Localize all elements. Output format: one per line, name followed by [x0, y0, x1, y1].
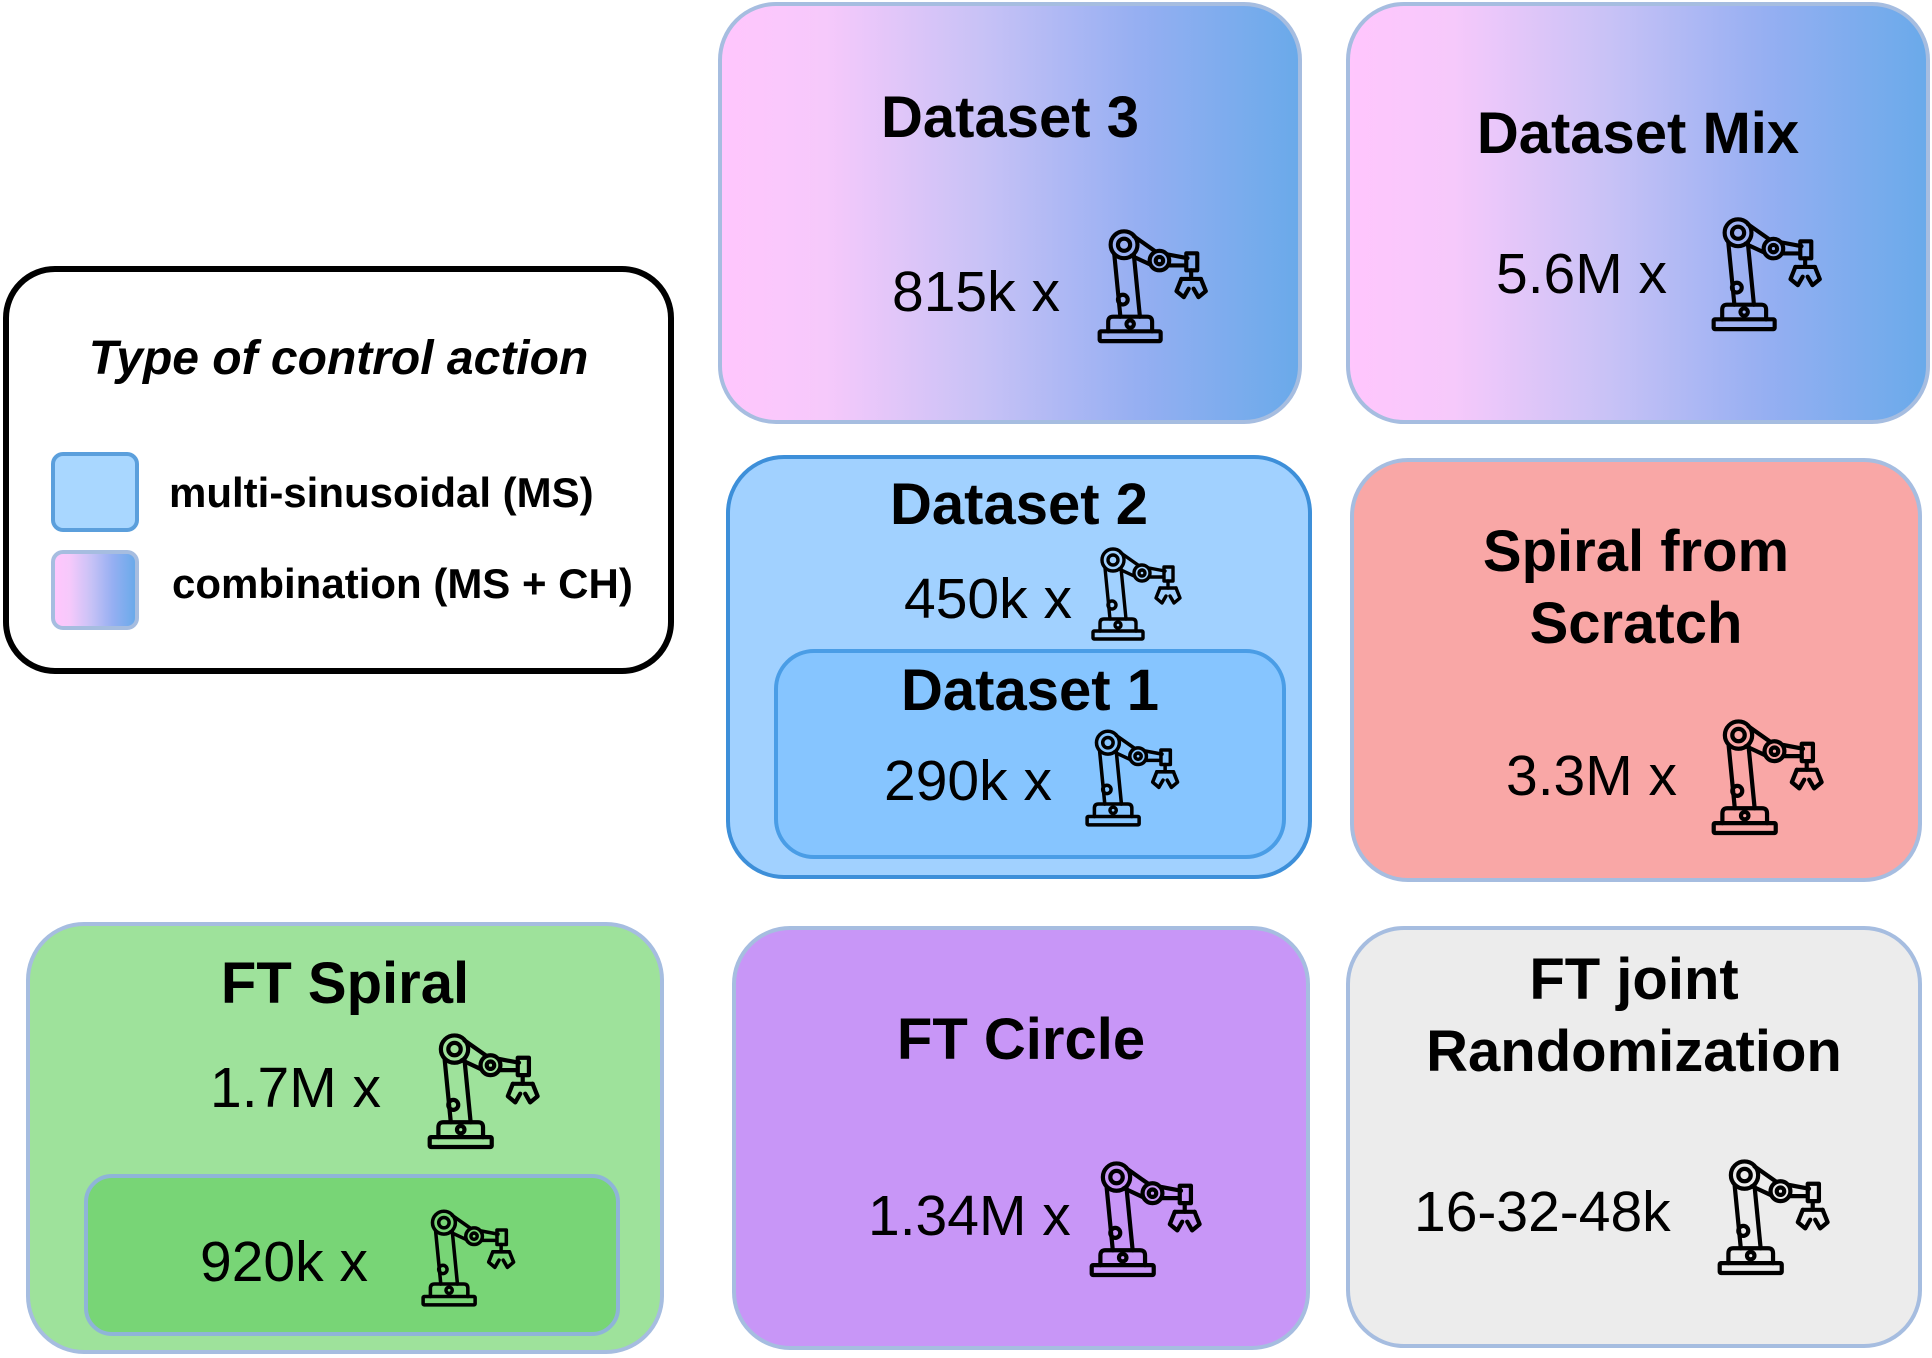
dataset1-title: Dataset 1 — [901, 658, 1159, 723]
robot-arm-icon — [1084, 723, 1188, 831]
robot-arm-icon — [420, 1204, 524, 1310]
robot-arm-icon — [1710, 712, 1834, 840]
dataset2-box: Dataset 2 450k x Dataset 1 290k x — [726, 455, 1312, 879]
dataset2-title: Dataset 2 — [890, 472, 1148, 537]
ft-spiral-box: FT Spiral 1.7M x 920k x — [26, 922, 664, 1354]
dataset2-count: 450k x — [904, 567, 1072, 631]
ft-joint-title-line1: FT joint — [1529, 947, 1739, 1012]
robot-arm-icon — [1710, 210, 1832, 336]
ft-joint-box: FT joint Randomization 16-32-48k — [1346, 926, 1922, 1348]
ft-joint-count: 16-32-48k — [1414, 1180, 1671, 1244]
dataset3-box: Dataset 3 815k x — [718, 2, 1302, 424]
legend-title: Type of control action — [88, 332, 589, 385]
robot-arm-icon — [426, 1026, 550, 1154]
dataset3-count: 815k x — [892, 260, 1060, 324]
ft-joint-title-line2: Randomization — [1426, 1019, 1842, 1084]
dataset-mix-box: Dataset Mix 5.6M x — [1346, 2, 1930, 424]
robot-arm-icon — [1716, 1152, 1840, 1280]
legend-swatch-combination — [51, 550, 139, 630]
ft-circle-box: FT Circle 1.34M x — [732, 926, 1310, 1350]
legend-swatch-ms — [51, 452, 139, 532]
legend-box: Type of control action multi-sinusoidal … — [3, 266, 674, 674]
ft-circle-title: FT Circle — [896, 1007, 1146, 1072]
ft-spiral-inner-count: 920k x — [200, 1230, 368, 1294]
dataset-mix-count: 5.6M x — [1496, 242, 1668, 306]
ft-spiral-inner-box: 920k x — [84, 1174, 620, 1336]
robot-arm-icon — [1088, 1154, 1212, 1282]
ft-spiral-count: 1.7M x — [210, 1056, 382, 1120]
ft-circle-count: 1.34M x — [868, 1184, 1071, 1248]
dataset-mix-title: Dataset Mix — [1476, 101, 1800, 166]
spiral-scratch-count: 3.3M x — [1506, 744, 1678, 808]
spiral-scratch-box: Spiral from Scratch 3.3M x — [1350, 458, 1922, 882]
spiral-scratch-title-line1: Spiral from — [1482, 519, 1790, 584]
ft-spiral-title: FT Spiral — [220, 951, 470, 1016]
robot-arm-icon — [1090, 541, 1190, 645]
dataset1-count: 290k x — [884, 749, 1052, 813]
dataset3-title: Dataset 3 — [881, 85, 1139, 150]
dataset1-box: Dataset 1 290k x — [774, 649, 1286, 859]
legend-label-ms: multi-sinusoidal (MS) — [169, 469, 594, 516]
legend-label-combination: combination (MS + CH) — [172, 560, 633, 607]
robot-arm-icon — [1096, 222, 1218, 348]
spiral-scratch-title-line2: Scratch — [1529, 591, 1743, 656]
